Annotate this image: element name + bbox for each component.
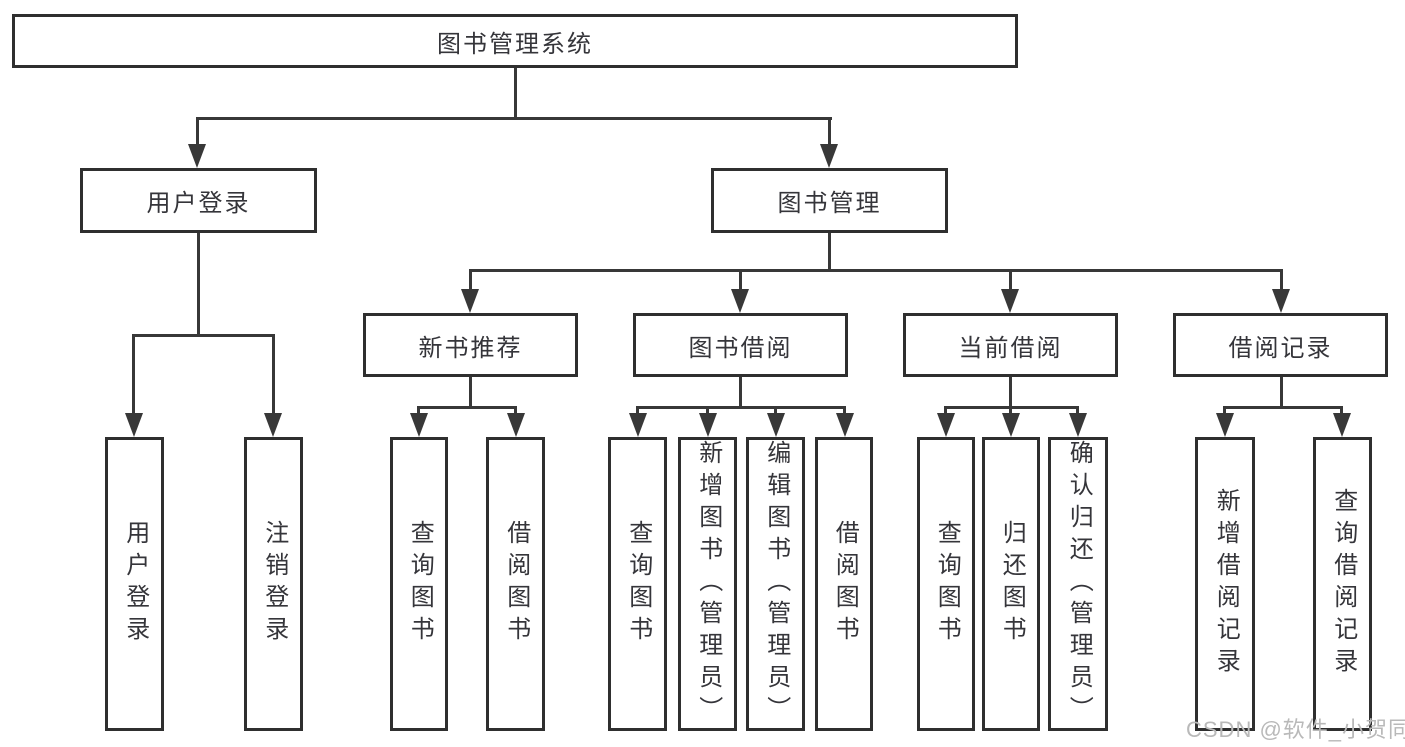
connector-line	[196, 117, 832, 120]
connector-line	[514, 68, 517, 118]
node-book-borrow-label: 图书借阅	[688, 334, 793, 362]
connector-line	[1009, 269, 1012, 291]
leaf-add-book-admin: 新增图书（管理员）	[678, 437, 737, 731]
connector-line	[1009, 406, 1012, 416]
arrow-down-icon	[507, 413, 525, 437]
leaf-borrow-books-1: 借阅图书	[486, 437, 545, 731]
connector-line	[132, 334, 135, 415]
node-new-book-recommend: 新书推荐	[363, 313, 578, 377]
connector-line	[1280, 377, 1283, 408]
arrow-down-icon	[767, 413, 785, 437]
arrow-down-icon	[1333, 413, 1351, 437]
arrow-down-icon	[1216, 413, 1234, 437]
connector-line	[469, 269, 472, 291]
leaf-edit-book-admin-label: 编辑图书（管理员）	[762, 440, 790, 728]
connector-line	[469, 269, 1283, 272]
arrow-down-icon	[937, 413, 955, 437]
node-new-book-recommend-label: 新书推荐	[418, 334, 523, 362]
leaf-query-books-1-label: 查询图书	[406, 520, 434, 648]
leaf-borrow-books-2: 借阅图书	[815, 437, 873, 731]
leaf-query-borrow-record-label: 查询借阅记录	[1329, 488, 1357, 680]
connector-line	[132, 334, 275, 337]
node-library-system: 图书管理系统	[12, 14, 1018, 68]
node-borrow-record: 借阅记录	[1173, 313, 1388, 377]
leaf-confirm-return-admin: 确认归还（管理员）	[1048, 437, 1108, 731]
connector-line	[739, 269, 742, 291]
leaf-return-book-label: 归还图书	[998, 520, 1026, 648]
leaf-add-borrow-record: 新增借阅记录	[1195, 437, 1255, 731]
connector-line	[197, 233, 200, 336]
connector-line	[739, 377, 742, 408]
leaf-query-books-3-label: 查询图书	[933, 520, 961, 648]
node-book-management-label: 图书管理	[777, 190, 882, 217]
arrow-down-icon	[836, 413, 854, 437]
leaf-return-book: 归还图书	[982, 437, 1040, 731]
connector-line	[828, 233, 831, 271]
connector-line	[1340, 406, 1343, 416]
leaf-borrow-books-1-label: 借阅图书	[502, 520, 530, 648]
connector-line	[843, 406, 846, 416]
leaf-borrow-books-2-label: 借阅图书	[831, 520, 859, 648]
node-user-login-label: 用户登录	[146, 190, 251, 217]
arrow-down-icon	[125, 413, 143, 437]
connector-line	[1223, 406, 1343, 409]
connector-line	[514, 406, 517, 416]
connector-line	[944, 406, 947, 416]
leaf-user-login: 用户登录	[105, 437, 164, 731]
node-borrow-record-label: 借阅记录	[1228, 334, 1333, 362]
connector-line	[828, 117, 831, 145]
leaf-confirm-return-admin-label: 确认归还（管理员）	[1065, 440, 1093, 728]
connector-line	[196, 117, 199, 145]
arrow-down-icon	[188, 144, 206, 168]
leaf-logout-label: 注销登录	[260, 520, 288, 648]
connector-line	[774, 406, 777, 416]
leaf-query-borrow-record: 查询借阅记录	[1313, 437, 1372, 731]
connector-line	[706, 406, 709, 416]
connector-line	[636, 406, 846, 409]
leaf-query-books-3: 查询图书	[917, 437, 975, 731]
connector-line	[469, 377, 472, 408]
arrow-down-icon	[1002, 413, 1020, 437]
node-current-borrow: 当前借阅	[903, 313, 1118, 377]
arrow-down-icon	[699, 413, 717, 437]
leaf-query-books-1: 查询图书	[390, 437, 448, 731]
arrow-down-icon	[1001, 289, 1019, 313]
leaf-user-login-label: 用户登录	[121, 520, 149, 648]
leaf-query-books-2: 查询图书	[608, 437, 667, 731]
connector-line	[272, 334, 275, 415]
arrow-down-icon	[264, 413, 282, 437]
leaf-add-borrow-record-label: 新增借阅记录	[1212, 488, 1240, 680]
leaf-logout: 注销登录	[244, 437, 303, 731]
connector-line	[1009, 377, 1012, 408]
connector-line	[417, 406, 517, 409]
arrow-down-icon	[410, 413, 428, 437]
leaf-edit-book-admin: 编辑图书（管理员）	[746, 437, 805, 731]
arrow-down-icon	[461, 289, 479, 313]
connector-line	[636, 406, 639, 416]
arrow-down-icon	[731, 289, 749, 313]
connector-line	[1076, 406, 1079, 416]
node-current-borrow-label: 当前借阅	[958, 334, 1063, 362]
node-user-login: 用户登录	[80, 168, 317, 233]
connector-line	[417, 406, 420, 416]
csdn-watermark: CSDN @软件_小贺同学	[1186, 717, 1405, 742]
connector-line	[1280, 269, 1283, 291]
arrow-down-icon	[1272, 289, 1290, 313]
arrow-down-icon	[629, 413, 647, 437]
node-book-borrow: 图书借阅	[633, 313, 848, 377]
arrow-down-icon	[1069, 413, 1087, 437]
node-library-system-label: 图书管理系统	[437, 30, 593, 58]
arrow-down-icon	[820, 144, 838, 168]
node-book-management: 图书管理	[711, 168, 948, 233]
leaf-query-books-2-label: 查询图书	[624, 520, 652, 648]
connector-line	[1223, 406, 1226, 416]
leaf-add-book-admin-label: 新增图书（管理员）	[694, 440, 722, 728]
